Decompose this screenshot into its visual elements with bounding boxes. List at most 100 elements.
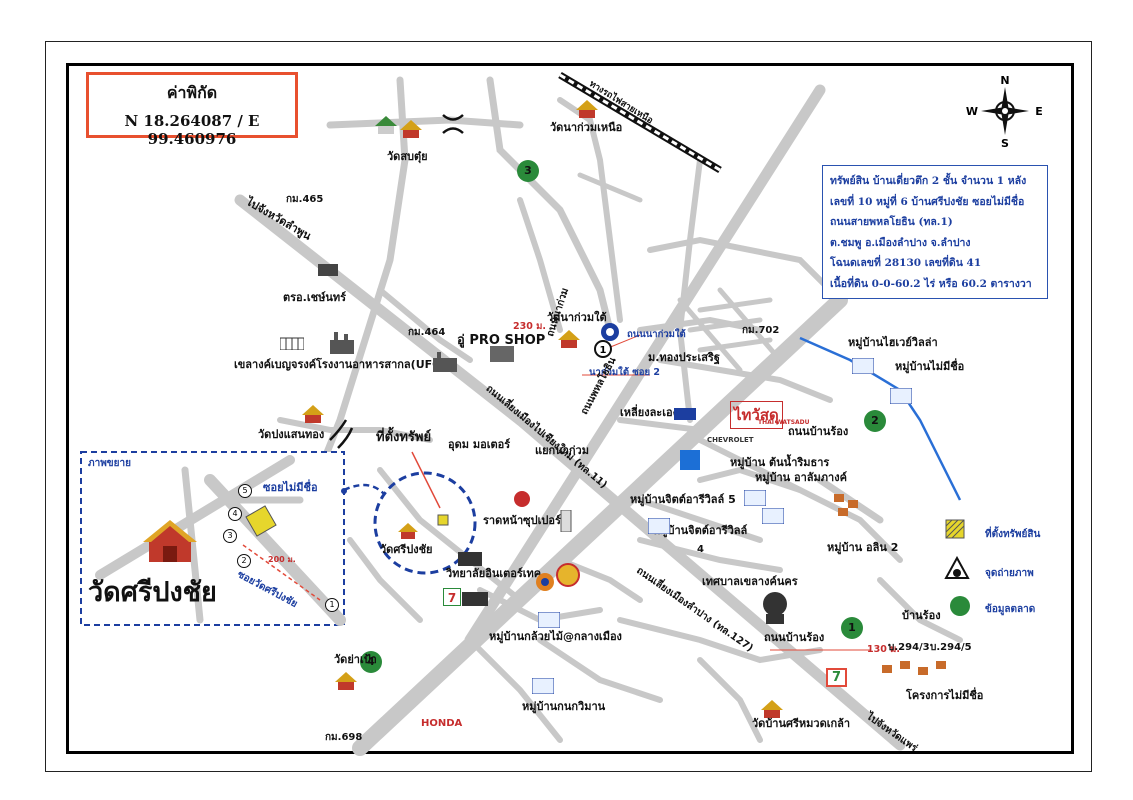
m-thong-label: ม.ทองประเสริฐ — [648, 351, 720, 364]
village-icon — [532, 678, 554, 694]
fuel-station-icon — [536, 573, 554, 591]
road-ban-rong-label: ถนนบ้านร้อง — [788, 425, 849, 438]
dist130-label: 130 ม. — [867, 644, 901, 655]
village-haiway-label: หมู่บ้านไฮเวย์วิลล่า — [848, 336, 938, 349]
temple-icon — [302, 405, 324, 423]
seven-eleven-logo: 7 — [826, 668, 848, 687]
compass-n: N — [1000, 75, 1009, 87]
building-icon — [280, 337, 304, 350]
svg-text:7: 7 — [448, 591, 456, 605]
municipality-label: เทศบาลเขลางค์นคร — [702, 575, 798, 588]
village-kanok-label: หมู่บ้านกนกวิมาน — [522, 700, 606, 713]
legend-market-data-label: ข้อมูลตลาด — [985, 604, 1036, 615]
wat-yamp-label: วัดย่าเป้า — [334, 653, 377, 666]
km702-label: กม.702 — [742, 325, 780, 336]
compass-rose-icon: N S E W — [966, 75, 1043, 147]
factory-icon — [433, 352, 457, 372]
photo-point-3: 3 — [223, 529, 237, 543]
pro-shop-label: อู่ PRO SHOP — [457, 333, 546, 348]
info-line-2: เลขที่ 10 หมู่ที่ 6 บ้านศรีปงชัย ซอยไม่ม… — [830, 195, 1025, 208]
property-circle — [373, 471, 477, 575]
road-to-phrae — [514, 414, 906, 751]
factory-icon — [330, 332, 354, 354]
bypass-label: เหลี่ยงละเอง — [620, 406, 678, 419]
chevrolet-logo: CHEVROLET — [707, 436, 754, 444]
road-ban-rong-2-label: ถนนบ้านร้อง — [764, 631, 825, 644]
market-point-4: 4 — [360, 651, 382, 673]
seven-eleven-icon: 7 — [443, 588, 461, 606]
chalang-label: เขลางค์เบญจรงค์ — [234, 358, 317, 371]
photo-point-2: 2 — [237, 554, 251, 568]
legend-property-label: ที่ตั้งทรัพย์สิน — [985, 529, 1041, 540]
project-noname-label: โครงการไม่มีชื่อ — [906, 689, 984, 702]
coordinate-box: ค่าพิกัด N 18.264087 / E 99.460976 — [86, 72, 298, 148]
road-phahon — [464, 84, 826, 646]
temple-icon — [400, 120, 422, 138]
outer-frame — [45, 41, 1092, 772]
property-location-label: ที่ตั้งทรัพย์ — [376, 430, 432, 445]
wat-na-kuam-nuea-label: วัดนาก่วมเหนือ — [550, 121, 623, 134]
housing-project-icon — [882, 661, 946, 675]
lot-294-3-label: บ.294/3 — [888, 642, 930, 653]
building-icon — [674, 408, 696, 420]
village-jit4-number: 4 — [697, 544, 704, 555]
photo-point-5: 5 — [238, 484, 252, 498]
village-ala-label: หมู่บ้าน อาลัมภางค์ — [755, 471, 847, 484]
legend-photo-point-label: จุดถ่ายภาพ — [985, 568, 1034, 579]
building-icon — [318, 264, 338, 276]
inset-distance-label: 200 ม. — [268, 555, 296, 564]
rat-super-label: ราดหน้าซุปเปอร์ — [483, 514, 561, 527]
housing-project-icon — [834, 494, 858, 516]
inset-soi-label: ซอยไม่มีชื่อ — [263, 481, 318, 494]
svg-text:1: 1 — [600, 345, 607, 356]
km698-label: กม.698 — [325, 732, 363, 743]
municipality-emblem-icon — [763, 592, 787, 624]
info-line-3: ถนนสายพหลโยธิน (ทล.1) — [830, 216, 953, 228]
lot-294-5-label: บ.294/5 — [930, 642, 972, 653]
compass-w: W — [966, 105, 978, 118]
compass-s: S — [1001, 137, 1009, 147]
coordinate-value: N 18.264087 / E 99.460976 — [124, 112, 260, 148]
inset-property-marker — [245, 505, 277, 537]
photo-point-1: 1 — [325, 598, 339, 612]
road-na-kuam-tai-label: ถนนนาก่วมใต้ — [627, 329, 686, 340]
wat-si-pong-chai-label: วัดศรีปงชัย — [380, 543, 433, 556]
temple-icon — [398, 523, 418, 539]
wat-na-kuam-tai-label: วัดนาก่วมใต้ — [547, 311, 607, 324]
temple-icon — [335, 672, 357, 690]
village-noname-1-label: หมู่บ้านไม่มีชื่อ — [895, 360, 965, 373]
ban-rong-label: บ้านร้อง — [902, 609, 941, 622]
km464-label: กม.464 — [408, 327, 446, 338]
fuel-station-logo-icon — [556, 563, 580, 587]
temple-icon — [761, 700, 783, 718]
info-line-1: ทรัพย์สิน บ้านเดี่ยวตึก 2 ชั้น จำนวน 1 ห… — [830, 175, 1027, 187]
na-kuam-tai-soi2-label: นาก่วมใต้ ซอย 2 — [589, 367, 660, 378]
info-line-4: ต.ชมพู อ.เมืองลำปาง จ.ลำปาง — [830, 236, 971, 249]
temple-icon — [558, 330, 580, 348]
temple-icon — [576, 100, 598, 118]
photo-point-4: 4 — [228, 507, 242, 521]
village-icon — [648, 518, 670, 534]
coordinate-title: ค่าพิกัด — [166, 83, 218, 102]
tower-icon — [560, 510, 572, 532]
village-jit5-label: หมู่บ้านจิตต์อารีวิลล์ 5 — [630, 493, 736, 506]
property-marker — [437, 514, 449, 526]
market-point-3: 3 — [517, 160, 539, 182]
market-point-1: 1 — [841, 617, 863, 639]
dist230-label: 230 ม. — [513, 321, 547, 332]
village-icon — [762, 508, 784, 524]
village-jit4-label: หมู่บ้านจิตต์อารีวิลล์ — [653, 524, 748, 537]
legend-photo-point-icon — [944, 556, 970, 579]
village-icon — [852, 358, 874, 374]
wat-pang-thong-label: วัดปงแสนทอง — [258, 428, 325, 441]
thai-watsadu-sub: THAI WATSADU — [758, 419, 810, 426]
legend-market-data-icon — [950, 596, 970, 616]
stream-line — [799, 336, 962, 501]
yaek-na-kuam-label: แยกนาก่วม — [535, 444, 589, 457]
thai-watsadu-logo: ไทวัสดุ — [730, 401, 783, 429]
village-kluay-label: หมู่บ้านกล้วยไม้@กลางเมือง — [489, 630, 622, 643]
bridge-icon — [442, 114, 464, 134]
bank-icon — [601, 323, 619, 341]
legend-property-icon — [945, 519, 965, 539]
